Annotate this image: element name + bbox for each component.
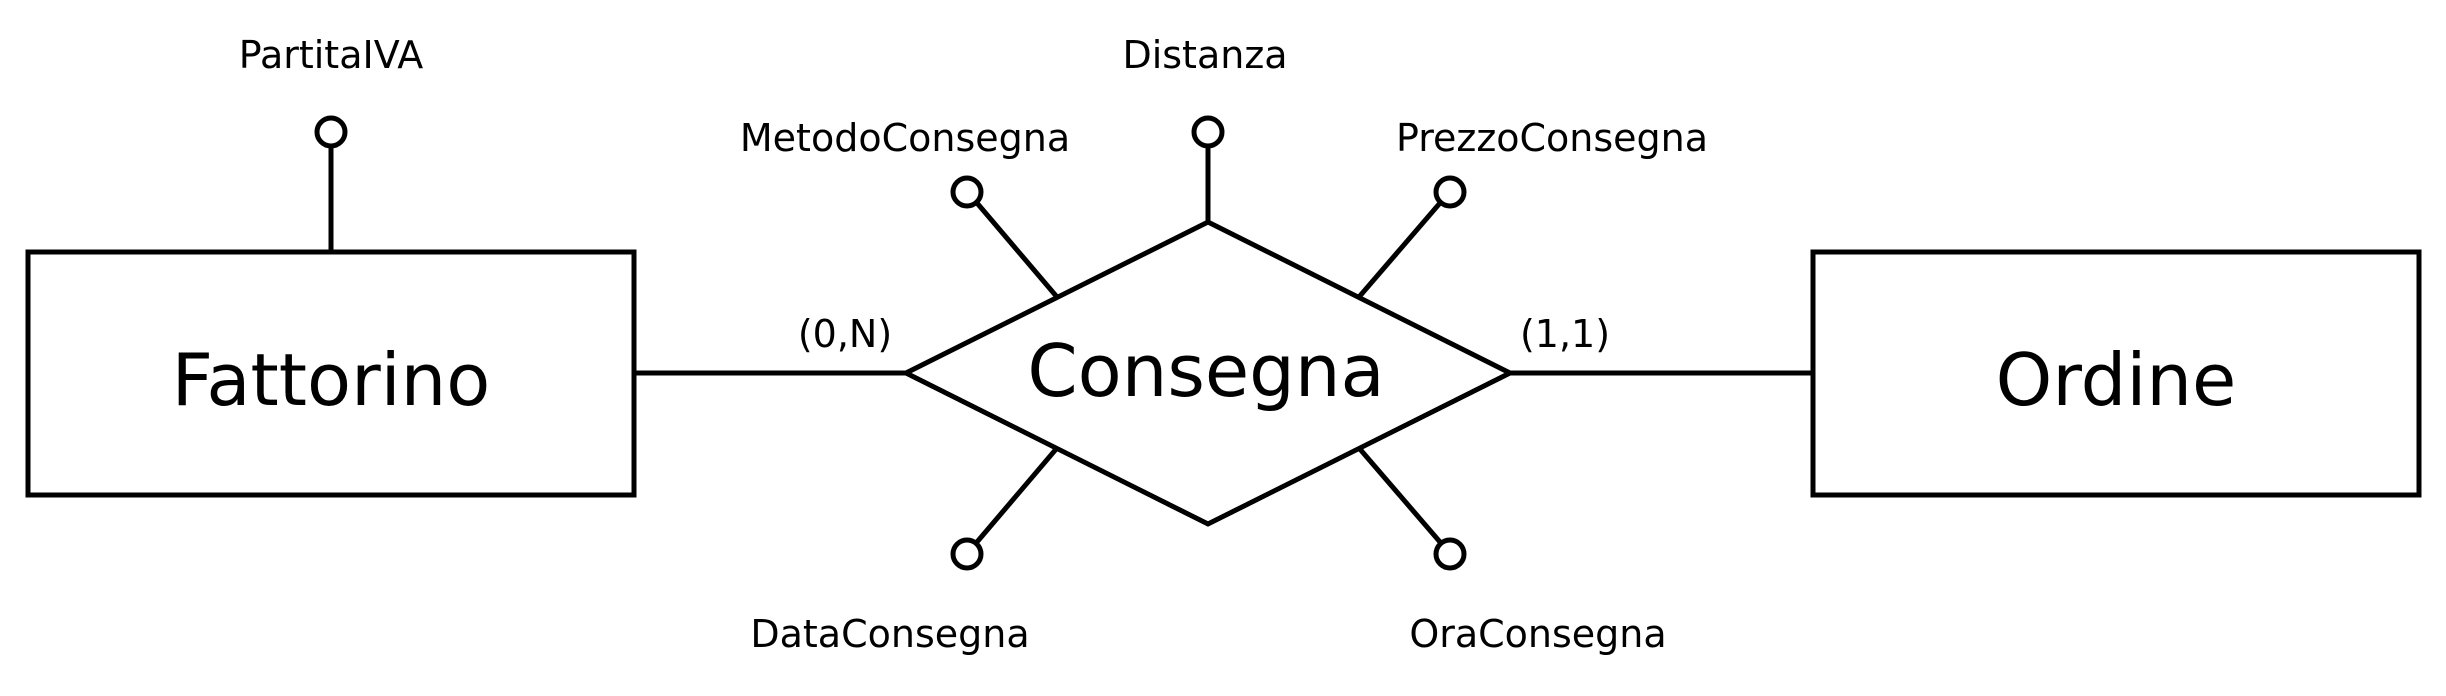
attribute-oraconsegna-connector [1357,446,1442,544]
attribute-prezzoconsegna[interactable]: PrezzoConsegna [1357,116,1708,299]
attribute-prezzoconsegna-connector [1357,201,1442,299]
cardinality-left: (0,N) [798,312,892,356]
attribute-dataconsegna-connector [975,446,1059,544]
attribute-metodoconsegna-label: MetodoConsegna [740,116,1070,160]
entity-fattorino-label: Fattorino [172,338,491,422]
attribute-metodoconsegna[interactable]: MetodoConsegna [740,116,1070,299]
attribute-metodoconsegna-connector [975,201,1059,299]
relationship-consegna[interactable]: Consegna [900,219,1516,527]
entity-fattorino[interactable]: Fattorino [25,249,637,498]
attribute-distanza-circle [1191,115,1225,149]
attribute-oraconsegna-circle [1433,537,1467,571]
attribute-partitaiva-label: PartitaIVA [239,33,424,77]
attribute-oraconsegna-label: OraConsegna [1409,612,1666,656]
entity-ordine-label: Ordine [1996,338,2237,422]
entity-ordine-box [1810,249,2422,498]
entity-fattorino-box [25,249,637,498]
relationship-consegna-label: Consegna [1027,329,1384,413]
attribute-distanza[interactable]: Distanza [1122,33,1288,222]
attribute-dataconsegna-label: DataConsegna [750,612,1029,656]
attribute-prezzoconsegna-label: PrezzoConsegna [1396,116,1708,160]
attribute-metodoconsegna-circle [950,175,984,209]
attribute-dataconsegna-circle [950,537,984,571]
attribute-prezzoconsegna-circle [1433,175,1467,209]
attribute-partitaiva[interactable]: PartitaIVA [239,33,424,252]
entity-ordine[interactable]: Ordine [1810,249,2422,498]
cardinality-right: (1,1) [1520,312,1610,356]
attribute-oraconsegna[interactable]: OraConsegna [1357,446,1667,656]
attribute-dataconsegna[interactable]: DataConsegna [750,446,1059,656]
attribute-distanza-label: Distanza [1122,33,1287,77]
attribute-partitaiva-circle [314,115,348,149]
relationship-consegna-diamond [900,219,1516,527]
